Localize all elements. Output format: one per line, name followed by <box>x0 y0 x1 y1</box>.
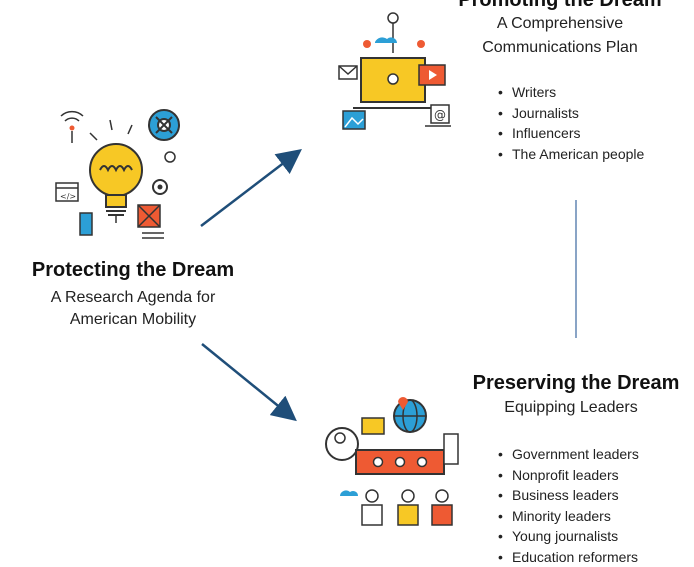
list-item: Influencers <box>498 123 644 144</box>
promoting-list: Writers Journalists Influencers The Amer… <box>498 82 644 164</box>
list-item: Nonprofit leaders <box>498 465 639 486</box>
promoting-subtitle-line2: Communications Plan <box>440 39 680 57</box>
arrow-to-promoting <box>201 152 298 226</box>
protecting-title: Protecting the Dream <box>8 259 258 282</box>
lightbulb-idea-icon: </> <box>52 95 192 245</box>
list-item: Journalists <box>498 103 644 124</box>
list-item: Education reformers <box>498 547 639 567</box>
promoting-subtitle-line1: A Comprehensive <box>440 15 680 33</box>
list-item: The American people <box>498 144 644 165</box>
protecting-subtitle-line2: American Mobility <box>8 311 258 329</box>
protecting-subtitle-line1: A Research Agenda for <box>8 289 258 307</box>
list-item: Young journalists <box>498 526 639 547</box>
list-item: Business leaders <box>498 485 639 506</box>
list-item: Writers <box>498 82 644 103</box>
arrow-to-preserving <box>202 344 293 418</box>
svg-text:</>: </> <box>60 192 76 201</box>
preserving-list: Government leaders Nonprofit leaders Bus… <box>498 444 639 567</box>
svg-text:@: @ <box>434 108 446 122</box>
list-item: Minority leaders <box>498 506 639 527</box>
list-item: Government leaders <box>498 444 639 465</box>
preserving-title: Preserving the Dream <box>446 372 694 395</box>
promoting-title: Promoting the Dream <box>420 0 694 12</box>
preserving-subtitle: Equipping Leaders <box>446 399 694 417</box>
